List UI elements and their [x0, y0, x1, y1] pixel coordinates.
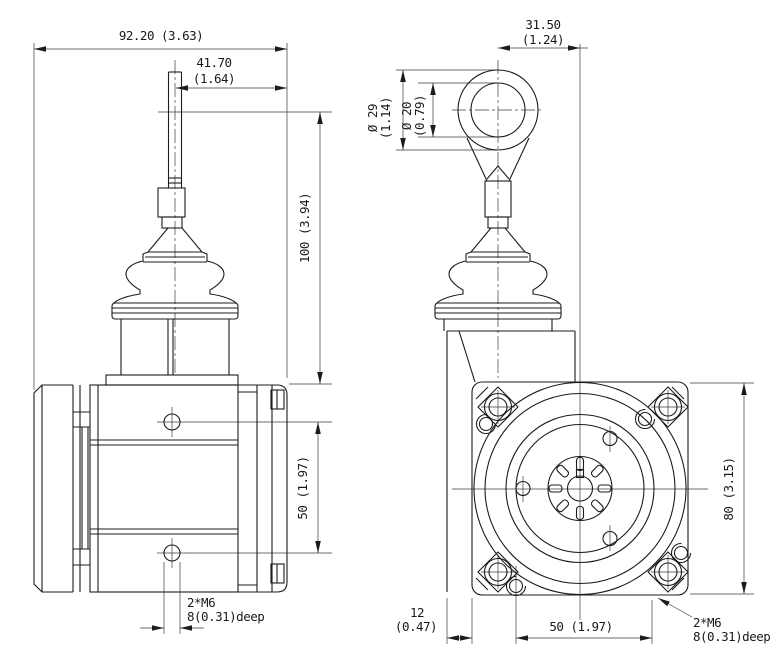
- bolt-hole: [602, 530, 618, 547]
- side-front-flange: [238, 384, 288, 593]
- side-dim-wire-to-face-in: (1.64): [193, 71, 235, 86]
- front-dim-eyelet-inner-dia-mm: Ø 20: [399, 102, 414, 130]
- front-dim-eyelet-inner-dia-in: (0.79): [412, 95, 427, 137]
- front-drum-silhouette: [446, 330, 576, 592]
- front-dim-eyelet-offset-mm: 31.50: [525, 17, 560, 32]
- side-dim-total-width: 92.20 (3.63): [119, 28, 203, 43]
- front-eyelet: [457, 69, 539, 253]
- side-wire-rod: [167, 71, 183, 188]
- front-grommet-bell: [434, 251, 562, 331]
- side-view-arrowheads: [34, 46, 323, 631]
- side-rear-cap: [33, 384, 90, 593]
- side-dim-wire-to-face-mm: 41.70: [196, 55, 231, 70]
- front-thread-note-line2: 8(0.31)deep: [693, 629, 770, 644]
- shaft-bore: [566, 475, 594, 502]
- side-tapped-hole-bottom: [163, 544, 181, 562]
- front-corner-hardware: [475, 386, 692, 597]
- side-dim-wire-height: 100 (3.94): [297, 193, 312, 263]
- front-thread-note-line1: 2*M6: [693, 615, 721, 630]
- side-body-housing: [89, 384, 239, 593]
- hub-ring: [547, 455, 613, 522]
- side-tapped-hole-top: [163, 413, 181, 431]
- bolt-hole: [515, 480, 531, 497]
- flange-m6-hole: [673, 545, 689, 561]
- side-view: 92.20 (3.63) 41.70 (1.64) 100 (3.94) 50 …: [33, 28, 332, 634]
- eyelet-inner-circle: [470, 82, 526, 138]
- flange-m6-hole: [508, 578, 524, 594]
- flange-m6-hole: [637, 411, 653, 427]
- front-mounting-flange: [471, 381, 689, 596]
- side-thread-note-line2: 8(0.31)deep: [187, 609, 264, 624]
- front-view: 31.50 (1.24) Ø 29 (1.14) Ø 20 (0.79) 80 …: [365, 17, 771, 644]
- front-dim-eyelet-outer-dia-mm: Ø 29: [365, 104, 380, 132]
- side-dim-hole-spacing: 50 (1.97): [295, 456, 310, 519]
- front-dim-hole-spacing: 50 (1.97): [549, 619, 612, 634]
- front-dim-drum-overhang-mm: 12: [410, 605, 424, 620]
- front-dim-eyelet-offset-in: (1.24): [522, 32, 564, 47]
- front-dim-flange-size: 80 (3.15): [721, 457, 736, 520]
- eyelet-outer-circle: [457, 69, 539, 151]
- side-grommet-bell: [105, 187, 239, 386]
- front-view-arrowheads: [400, 45, 747, 641]
- side-thread-note-line1: 2*M6: [187, 595, 215, 610]
- flange-m6-hole: [478, 416, 494, 432]
- bolt-hole: [602, 430, 618, 447]
- front-dim-eyelet-outer-dia-in: (1.14): [378, 97, 393, 139]
- front-dim-drum-overhang-in: (0.47): [395, 619, 437, 634]
